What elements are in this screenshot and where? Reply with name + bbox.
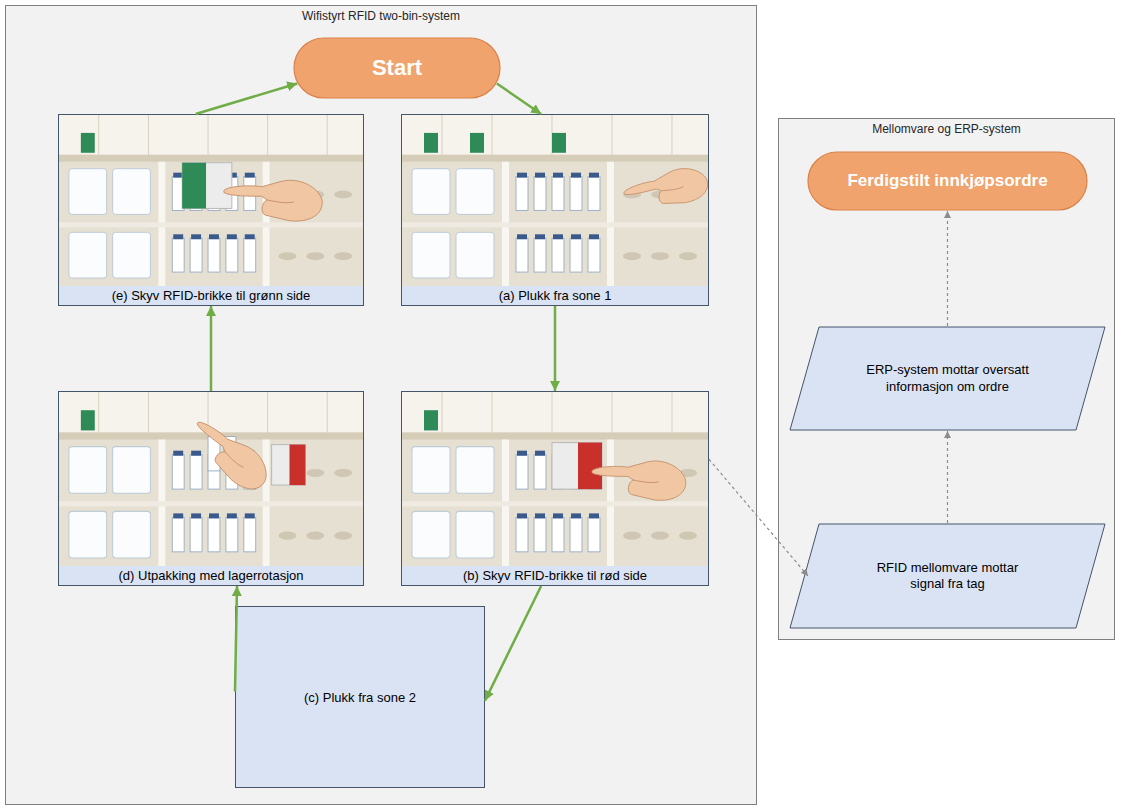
- system-panel: Mellomvare og ERP-systemFerdigstilt innk…: [778, 118, 1115, 640]
- shelf-picture: [402, 115, 708, 286]
- flow-arrow: [196, 84, 297, 115]
- system-panel: Wifistyrt RFID two-bin-systemStart (a) P…: [5, 5, 757, 805]
- step-picture-box: (a) Plukk fra sone 1: [401, 114, 709, 306]
- flow-arrow: [497, 84, 541, 115]
- green-tag: [424, 133, 438, 153]
- parallelogram-outline: [790, 327, 1105, 430]
- flow-arrow: [485, 586, 541, 701]
- rfid-tag: [552, 443, 602, 490]
- start-terminal: Start: [293, 37, 501, 99]
- terminal-outline: [808, 152, 1087, 210]
- green-tag: [81, 133, 95, 153]
- use-part: [402, 392, 708, 566]
- io-parallelogram: RFID mellomvare mottar signal fra tag: [789, 523, 1106, 629]
- step-picture-box: (e) Skyv RFID-brikke til grønn side: [58, 114, 364, 306]
- green-side: [182, 163, 206, 209]
- parallelogram-outline: [790, 524, 1105, 628]
- rfid-tag: [272, 445, 306, 485]
- flow-arrow: [554, 306, 557, 391]
- io-parallelogram: ERP-system mottar oversatt informasjon o…: [789, 326, 1106, 431]
- io-label: RFID mellomvare mottar signal fra tag: [865, 560, 1030, 593]
- io-label: ERP-system mottar oversatt informasjon o…: [865, 362, 1030, 395]
- red-side: [289, 445, 305, 485]
- shelf-picture: [59, 115, 363, 286]
- use-part: [592, 461, 686, 500]
- panel-title: Mellomvare og ERP-system: [779, 119, 1114, 136]
- signal-arrow: [947, 431, 948, 523]
- terminal-outline: [294, 38, 500, 98]
- green-tag: [470, 133, 484, 153]
- flow-arrow: [210, 306, 213, 391]
- green-tag: [424, 410, 438, 430]
- terminal-label: Start: [372, 55, 422, 81]
- green-tag: [81, 410, 95, 430]
- use-part: [182, 415, 275, 497]
- step-caption: (d) Utpakking med lagerrotasjon: [59, 567, 363, 585]
- use-part: [224, 180, 322, 221]
- signal-arrow: [709, 459, 808, 576]
- flow-arrow: [235, 586, 237, 692]
- step-picture-box: (b) Skyv RFID-brikke til rød side: [401, 391, 709, 586]
- process-box: (c) Plukk fra sone 2: [235, 606, 485, 788]
- terminal-label: Ferdigstilt innkjøpsordre: [847, 171, 1047, 191]
- red-side: [578, 443, 602, 490]
- end-terminal: Ferdigstilt innkjøpsordre: [807, 151, 1088, 211]
- step-picture-box: (d) Utpakking med lagerrotasjon: [58, 391, 364, 586]
- rfid-tag: [182, 163, 232, 209]
- step-caption: (b) Skyv RFID-brikke til rød side: [402, 567, 708, 585]
- use-part: [622, 163, 708, 218]
- step-caption: (e) Skyv RFID-brikke til grønn side: [59, 287, 363, 305]
- shelf-picture: [59, 392, 363, 566]
- green-tag: [552, 133, 566, 153]
- use-part: [59, 115, 363, 286]
- panel-title: Wifistyrt RFID two-bin-system: [6, 6, 756, 23]
- step-caption: (a) Plukk fra sone 1: [402, 287, 708, 305]
- use-part: [59, 392, 363, 566]
- signal-arrow: [947, 211, 948, 326]
- process-label: (c) Plukk fra sone 2: [304, 690, 416, 705]
- shelf-picture: [402, 392, 708, 566]
